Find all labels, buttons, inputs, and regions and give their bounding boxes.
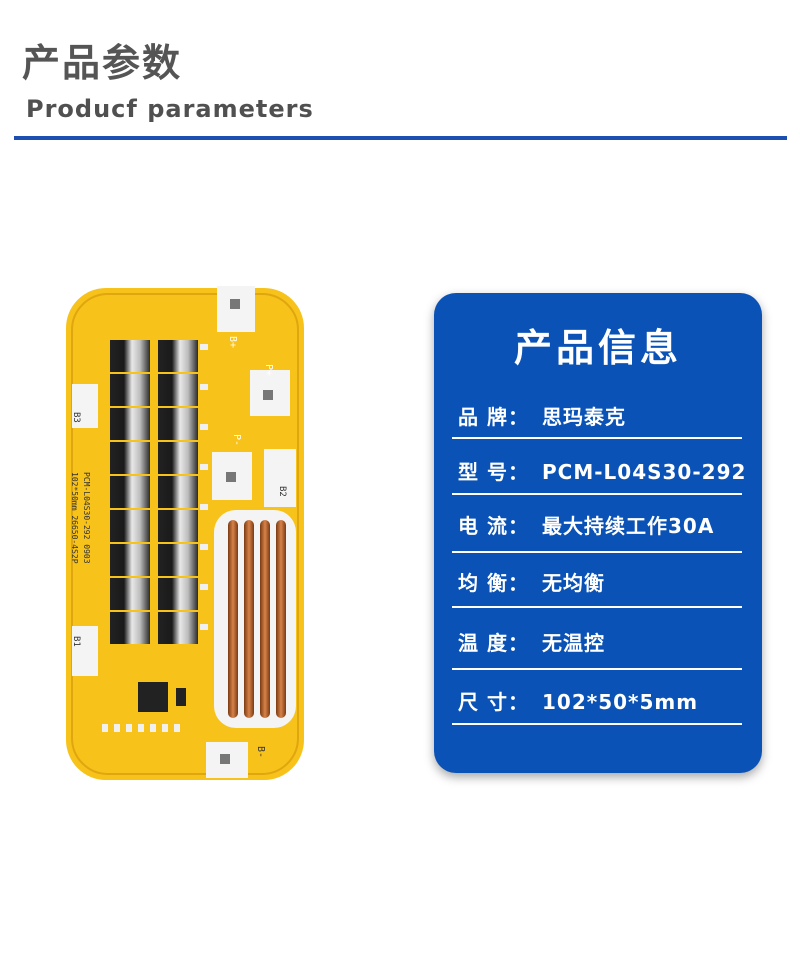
info-value: 无均衡: [542, 571, 605, 595]
header-divider: [14, 136, 787, 140]
info-label: 温 度：: [458, 631, 529, 655]
label-p-minus: P-: [231, 434, 242, 446]
label-b-minus: B-: [255, 746, 266, 758]
row-divider: [452, 668, 742, 670]
info-value: 102*50*5mm: [542, 690, 699, 714]
info-label: 均 衡：: [458, 571, 529, 595]
info-value: 无温控: [542, 631, 605, 655]
info-value: 最大持续工作30A: [542, 514, 715, 538]
info-row-brand: 品 牌： 思玛泰克: [458, 401, 740, 441]
page-title: 产品参数: [22, 41, 183, 85]
info-value: 思玛泰克: [542, 405, 626, 429]
pad-b1: [72, 626, 98, 676]
card-title: 产品信息: [513, 326, 682, 370]
pcb-board-image: B+ P+ P- B3 B2 B1 B- PCM-L04S30-292 0903…: [62, 284, 312, 784]
label-b2: B2: [277, 486, 287, 497]
info-row-size: 尺 寸： 102*50*5mm: [458, 686, 740, 726]
row-divider: [452, 723, 742, 725]
label-p-plus: P+: [263, 364, 274, 376]
pcb-board-svg: B+ P+ P- B3 B2 B1 B- PCM-L04S30-292 0903…: [66, 286, 304, 780]
info-row-model: 型 号： PCM-L04S30-292: [458, 456, 745, 496]
info-label: 型 号：: [458, 460, 529, 484]
info-row-balance: 均 衡： 无均衡: [458, 567, 740, 607]
info-row-current: 电 流： 最大持续工作30A: [458, 510, 740, 550]
label-b-plus: B+: [227, 336, 238, 348]
row-divider: [452, 551, 742, 553]
mosfet-array: [110, 340, 198, 644]
row-divider: [452, 606, 742, 608]
row-divider: [452, 493, 742, 495]
control-ic: [138, 682, 168, 712]
silk-model-text: PCM-L04S30-292 0903: [82, 472, 91, 564]
info-label: 品 牌：: [458, 405, 529, 429]
info-label: 尺 寸：: [458, 690, 529, 714]
label-b1: B1: [71, 636, 81, 647]
info-label: 电 流：: [458, 514, 529, 538]
silk-size-text: 102*50mm 26650-4S2P: [70, 472, 79, 564]
info-row-temperature: 温 度： 无温控: [458, 627, 740, 667]
row-divider: [452, 437, 742, 439]
page-subtitle: Producf parameters: [26, 95, 314, 123]
product-info-card: 产品信息 品 牌： 思玛泰克 型 号： PCM-L04S30-292 电 流： 最大持…: [434, 293, 762, 773]
shunt-resistors: [228, 520, 286, 718]
info-value: PCM-L04S30-292: [542, 460, 747, 484]
pad-b3: [72, 384, 98, 428]
label-b3: B3: [71, 412, 81, 423]
